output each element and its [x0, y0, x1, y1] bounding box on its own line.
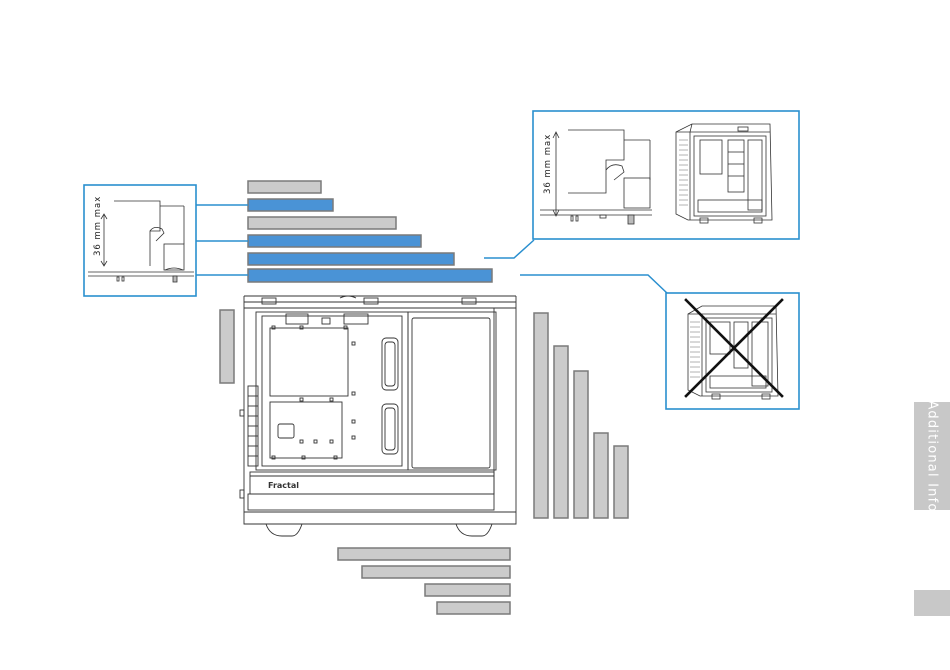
case-brand-logo: Fractal — [268, 481, 299, 490]
top-bar-6 — [248, 269, 492, 282]
right-callout-supported: 36 mm max — [484, 111, 799, 258]
page-tab-marker — [914, 590, 950, 616]
front-bar-2 — [554, 346, 568, 518]
section-tab-additional-info: Additional Info — [914, 402, 950, 510]
top-bar-2 — [248, 199, 333, 211]
front-bar-4 — [594, 433, 608, 518]
right-max-height-label: 36 mm max — [543, 134, 553, 194]
front-bar-5 — [614, 446, 628, 518]
top-clearance-bars — [248, 181, 492, 282]
top-bar-1 — [248, 181, 321, 193]
left-max-height-label: 36 mm max — [93, 196, 103, 256]
front-bar-1 — [534, 313, 548, 518]
case-side-view — [240, 296, 516, 536]
left-clearance-bar — [220, 310, 234, 383]
bottom-bar-3 — [425, 584, 510, 596]
front-bar-3 — [574, 371, 588, 518]
bottom-bar-4 — [437, 602, 510, 614]
left-callout-box: 36 mm max — [84, 185, 196, 296]
top-bar-5 — [248, 253, 454, 265]
top-bar-3 — [248, 217, 396, 229]
bottom-bar-2 — [362, 566, 510, 578]
top-bar-4 — [248, 235, 421, 247]
bottom-bar-1 — [338, 548, 510, 560]
bottom-clearance-bars — [338, 548, 510, 614]
front-clearance-bars — [534, 313, 628, 518]
section-tab-label: Additional Info — [925, 402, 940, 510]
left-callout-connectors — [196, 205, 248, 275]
